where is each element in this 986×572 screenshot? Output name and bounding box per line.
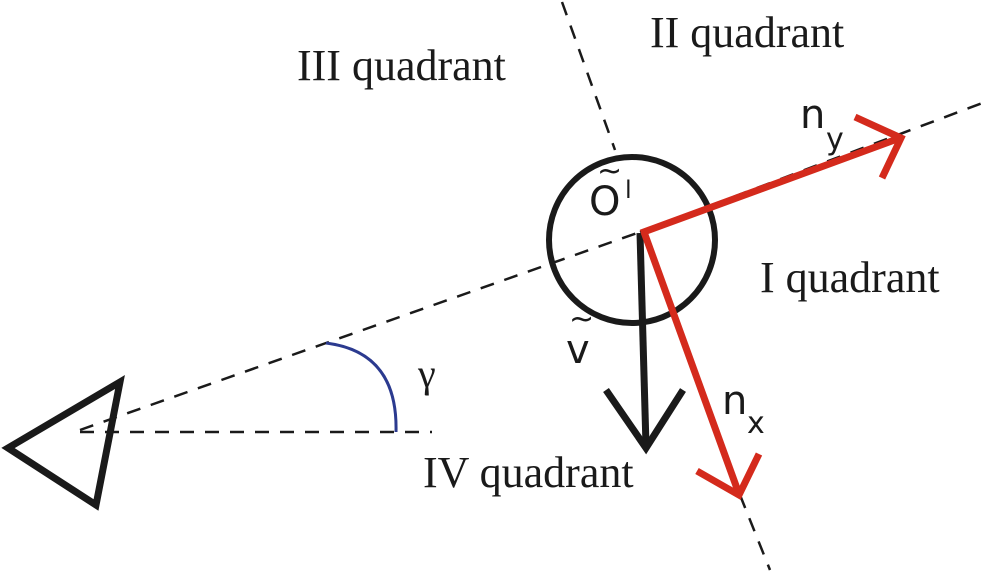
line-of-sight-dashed [79, 230, 641, 432]
nx-vector-shaft [640, 230, 743, 496]
nx-arrowhead-icon [695, 452, 763, 500]
nx-axis-lower-dashed [738, 494, 772, 571]
ny-subscript: y [826, 122, 844, 157]
quadrant-1-label: I quadrant [760, 253, 940, 302]
nx-label: n [722, 378, 747, 424]
velocity-label: v [566, 327, 590, 373]
velocity-arrowhead-icon [603, 388, 686, 455]
nx-axis-upper-dashed [560, 1, 617, 151]
ny-label: n [800, 92, 825, 138]
quadrant-4-label: IV quadrant [423, 448, 634, 497]
nx-subscript: x [747, 406, 765, 441]
ny-vector-shaft [639, 134, 902, 237]
velocity-vector-shaft [636, 232, 650, 447]
angle-gamma-label: γ [417, 351, 436, 396]
quadrant-2-label: II quadrant [650, 8, 844, 57]
quadrant-3-label: III quadrant [297, 41, 506, 90]
obstacle-label: O [589, 179, 620, 225]
ny-arrowhead-icon [853, 113, 906, 180]
angle-arc [325, 341, 398, 433]
obstacle-superscript: l [625, 176, 632, 204]
obstacle-tilde: ~ [597, 154, 622, 189]
velocity-tilde: ~ [569, 302, 594, 337]
obstacle-circle [546, 154, 718, 326]
observer-triangle-icon [1, 375, 125, 511]
